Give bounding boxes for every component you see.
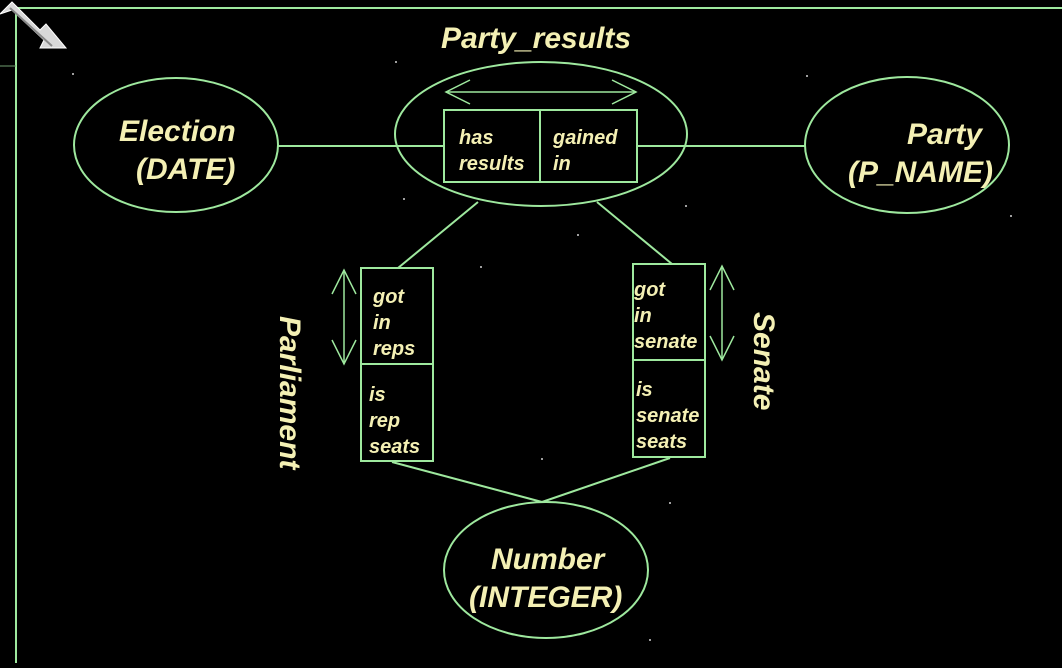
role-is-rep-seats: is rep seats	[369, 384, 420, 458]
connector-parliament	[397, 201, 479, 269]
uniqueness-arrow-icon	[444, 79, 638, 105]
role-is-senate-seats: is senate seats	[636, 379, 705, 453]
parliament-label: Parliament	[273, 316, 306, 471]
role-has-results: has results	[459, 127, 525, 175]
entity-election[interactable]	[73, 77, 279, 213]
number-label: Number (INTEGER)	[469, 543, 622, 614]
resize-arrow-icon[interactable]	[0, 1, 68, 49]
role-got-in-reps: got in reps	[372, 286, 415, 360]
party-label: Party (P_NAME)	[848, 118, 993, 189]
entity-party[interactable]	[804, 76, 1010, 214]
connector-parliament-number	[391, 461, 543, 503]
connector-senate-number	[541, 457, 671, 503]
fact-type-ellipse[interactable]	[394, 61, 688, 207]
election-label: Election (DATE)	[119, 115, 244, 186]
fact-type-title: Party_results	[441, 22, 631, 55]
role-gained-in: gained in	[552, 127, 623, 175]
entity-number[interactable]	[443, 501, 649, 639]
senate-uniqueness-arrow-icon	[709, 264, 735, 362]
role-got-in-senate: got in senate	[633, 279, 697, 353]
background-specks	[72, 61, 1012, 641]
connector-senate	[596, 201, 673, 265]
parliament-uniqueness-arrow-icon	[331, 268, 357, 366]
senate-label: Senate	[747, 312, 780, 410]
